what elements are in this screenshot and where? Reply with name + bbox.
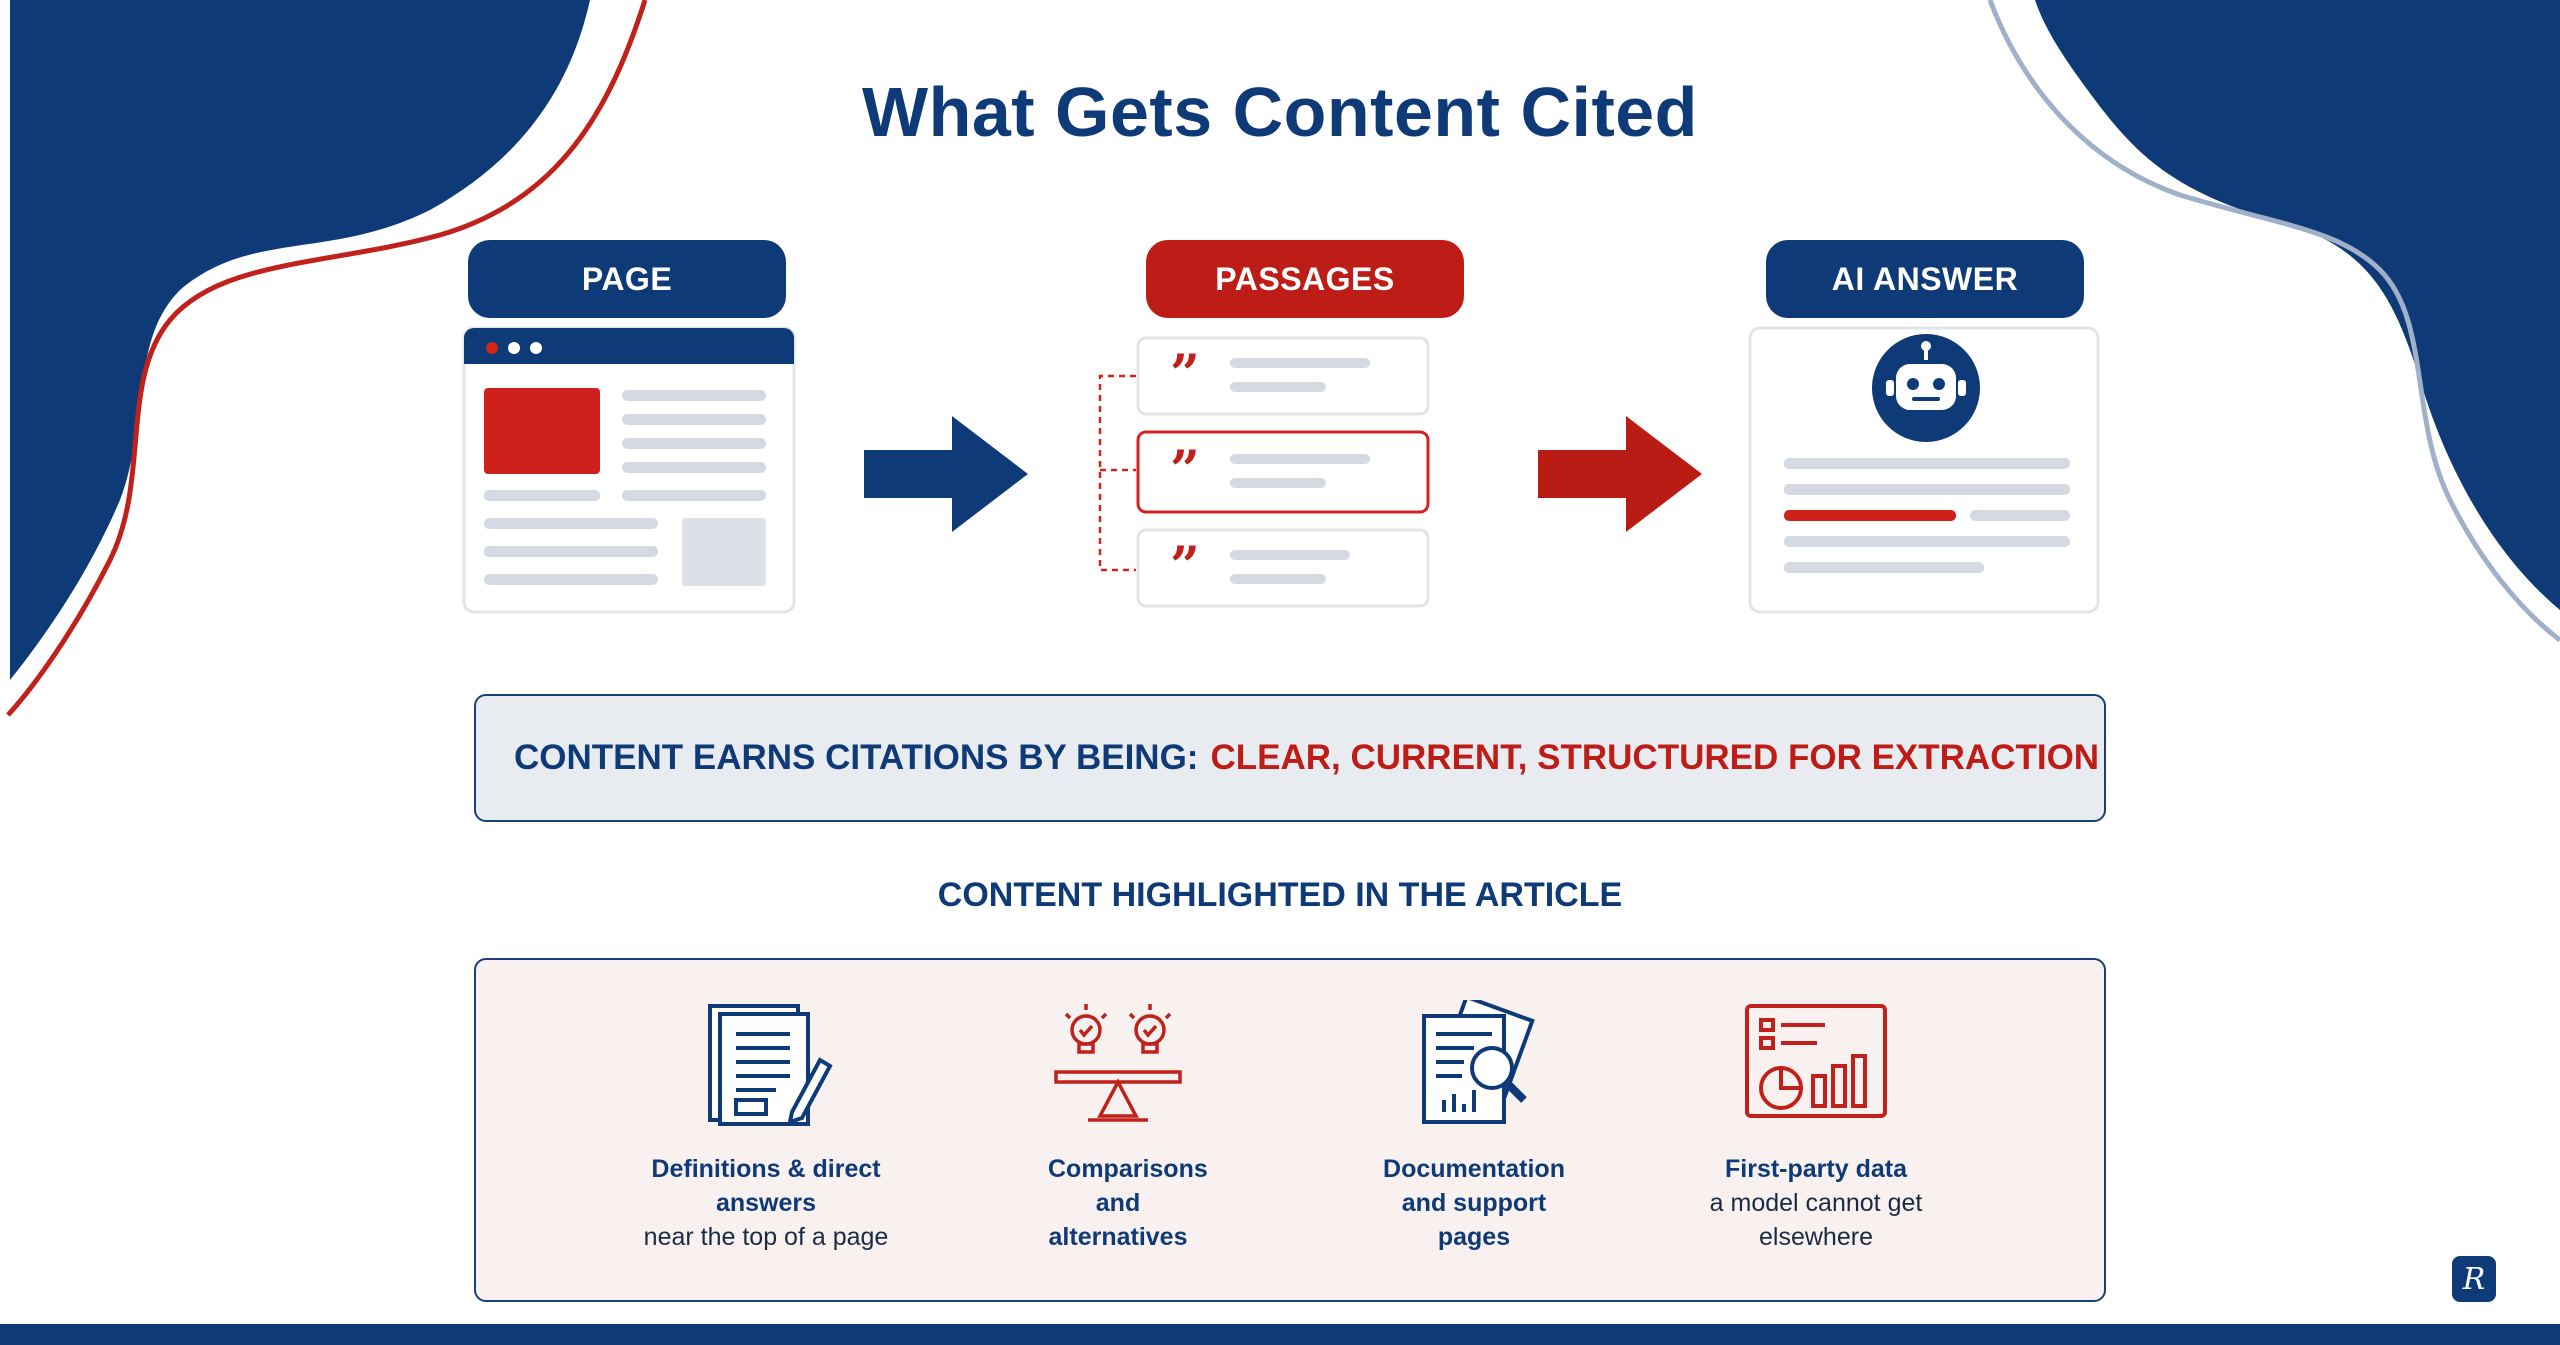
item-definitions-title: Definitions & direct answers bbox=[651, 1155, 881, 1217]
document-pen-icon bbox=[708, 1004, 833, 1126]
page-title: What Gets Content Cited bbox=[862, 73, 1698, 151]
svg-text:”: ” bbox=[1170, 344, 1200, 405]
page-pill: PAGE bbox=[468, 240, 786, 318]
right-blob bbox=[2035, 0, 2560, 610]
left-red-curve bbox=[6, 0, 648, 717]
arrow-right-red-icon bbox=[1538, 416, 1702, 532]
svg-text:”: ” bbox=[1170, 536, 1200, 597]
passages-pill-label: PASSAGES bbox=[1215, 260, 1395, 297]
passages-illustration: ” ” ” bbox=[1098, 336, 1430, 608]
passages-pill: PASSAGES bbox=[1146, 240, 1464, 318]
brand-logo: R bbox=[2452, 1256, 2496, 1302]
left-blob bbox=[10, 0, 590, 680]
lightbulb-balance-icon bbox=[1054, 1004, 1182, 1122]
item-first-party: First-party data a model cannot get else… bbox=[1666, 1000, 1966, 1254]
item-first-party-title: First-party data bbox=[1725, 1155, 1907, 1183]
item-first-party-text: a model cannot get elsewhere bbox=[1709, 1189, 1923, 1251]
section-subhead: CONTENT HIGHLIGHTED IN THE ARTICLE bbox=[937, 876, 1623, 914]
svg-text:”: ” bbox=[1170, 440, 1200, 501]
item-documentation-title: Documentation and support pages bbox=[1383, 1155, 1565, 1251]
item-comparisons-title: Comparisons and alternatives bbox=[1048, 1155, 1208, 1251]
page-pill-label: PAGE bbox=[581, 260, 673, 297]
ai-answer-pill: AI ANSWER bbox=[1766, 240, 2084, 318]
ai-answer-pill-label: AI ANSWER bbox=[1831, 260, 2019, 297]
right-gray-curve bbox=[1987, 0, 2560, 642]
item-comparisons: Comparisons and alternatives bbox=[968, 1000, 1268, 1254]
documentation-magnifier-icon bbox=[1422, 1000, 1535, 1124]
item-documentation: Documentation and support pages bbox=[1324, 1000, 1624, 1254]
ai-answer-illustration bbox=[1748, 326, 2100, 614]
item-definitions-text: near the top of a page bbox=[643, 1223, 889, 1251]
page-illustration bbox=[462, 326, 796, 614]
citation-banner: CONTENT EARNS CITATIONS BY BEING: CLEAR,… bbox=[474, 694, 2106, 822]
arrow-right-icon bbox=[864, 416, 1028, 532]
analytics-dashboard-icon bbox=[1745, 1004, 1887, 1118]
banner-emphasis: CLEAR, CURRENT, STRUCTURED FOR EXTRACTIO… bbox=[1210, 738, 2100, 777]
bottom-bar bbox=[0, 1324, 2560, 1345]
banner-lead: CONTENT EARNS CITATIONS BY BEING: bbox=[514, 738, 1199, 777]
item-definitions: Definitions & direct answers near the to… bbox=[616, 1000, 916, 1254]
